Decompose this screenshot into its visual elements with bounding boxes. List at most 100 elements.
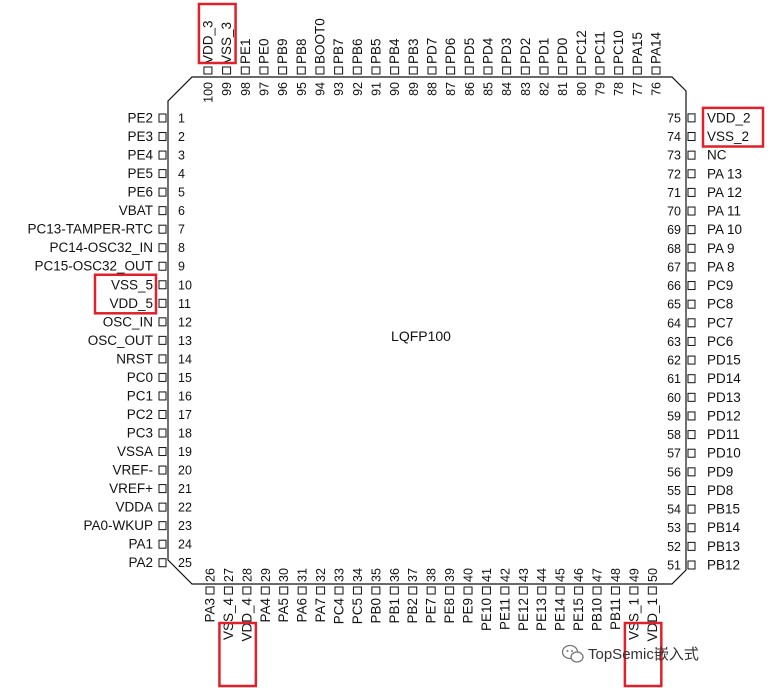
pin-number: 32 [314,568,328,582]
pin-label: PA15 [630,32,645,64]
pin-number: 1 [178,112,185,126]
pin-pad [629,586,639,595]
pin-number: 23 [178,519,192,533]
pin-pad [158,521,167,531]
pin-number: 71 [667,186,681,200]
pin-label: VDD_3 [200,20,215,64]
pin-number: 44 [535,568,549,582]
pin-label: PC3 [127,426,153,441]
pin-pad [647,586,657,595]
pin-label: PD2 [518,38,533,64]
pin-label: PC1 [127,388,153,403]
pin-label: PD12 [707,408,741,423]
pin-label: PE1 [238,38,253,64]
pin-label: PE4 [127,148,153,163]
pin-pad [687,467,696,477]
pin-number: 48 [609,568,623,582]
pin-pad [352,586,362,595]
pin-number: 47 [591,568,605,582]
pin-number: 36 [388,568,402,582]
pin-label: PD15 [707,353,741,368]
pin-pad [158,465,167,475]
pin-pad [203,66,213,75]
pin-label: VREF+ [109,481,153,496]
pin-pad [687,355,696,365]
pin-number: 66 [667,279,681,293]
pin-pad [687,299,696,309]
pin-number: 24 [178,538,192,552]
pin-label: PB4 [387,38,402,64]
pin-pad [158,298,167,308]
pin-pad [687,374,696,384]
pin-number: 53 [667,521,681,535]
pin-label: PD0 [555,38,570,64]
pin-pad [259,66,269,75]
pin-label: PA6 [295,598,310,623]
pin-label: PD7 [424,38,439,64]
pin-pad [389,586,399,595]
highlight-boxes [93,2,765,688]
pin-number: 97 [257,82,271,96]
pin-label: PE15 [571,598,586,631]
pin-number: 70 [667,205,681,219]
pin-number: 54 [667,503,681,517]
pin-number: 45 [554,568,568,582]
pin-number: 99 [220,82,234,96]
pin-pad [574,586,584,595]
pin-label: PD13 [707,390,741,405]
pin-number: 74 [667,130,681,144]
pin-pad [158,169,167,179]
pin-pad [595,66,605,75]
pin-label: PD1 [536,38,551,64]
pin-label: PA4 [258,598,273,623]
pin-label: PC13-TAMPER-RTC [27,222,153,237]
pin-label: PA2 [128,555,153,570]
pin-label: PC12 [574,30,589,64]
pin-label: PB2 [405,598,420,624]
pin-pad [687,430,696,440]
pin-number: 39 [443,568,457,582]
pin-number: 17 [178,408,192,422]
pin-number: 79 [593,82,607,96]
pin-number: 65 [667,298,681,312]
pin-label: PE8 [442,598,457,624]
pin-pad [687,448,696,458]
pin-pad [158,409,167,419]
pin-pad [687,169,696,179]
pin-pad [555,586,565,595]
pin-number: 96 [276,82,290,96]
pin-pad [687,541,696,551]
pin-label: PE5 [127,166,153,181]
pin-pad [539,66,549,75]
pin-number: 19 [178,445,192,459]
pin-number: 25 [178,556,192,570]
pin-number: 13 [178,334,192,348]
power-pin-highlight-74-75 [701,106,765,148]
pin-number: 60 [667,391,681,405]
pin-label: PE3 [127,129,153,144]
pin-pad [502,66,512,75]
pin-number: 21 [178,482,192,496]
pin-pad [158,484,167,494]
